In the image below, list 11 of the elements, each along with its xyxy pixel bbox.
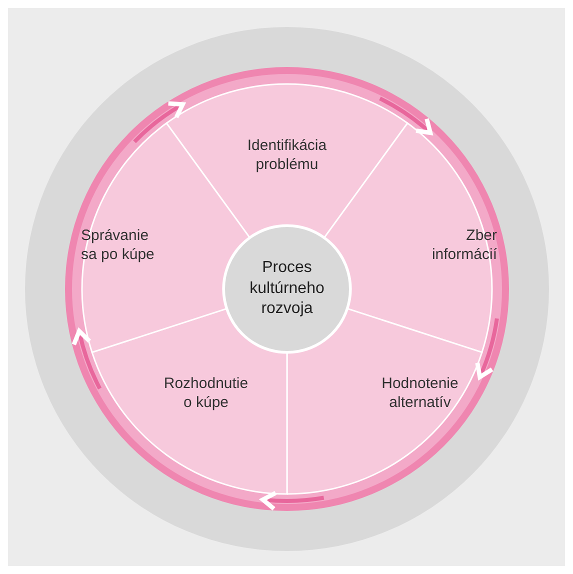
cycle-arrow [260,490,324,511]
segment-label: Hodnotenie alternatív [380,374,460,412]
cycle-segment [72,115,250,356]
segment-label: Zber informácií [430,226,497,264]
center-label: Proces kultúrneho rozvoja [248,258,326,320]
cycle-arrow [72,328,102,390]
segment-label: Rozhodnutie o kúpe [162,374,250,412]
segment-label: Identifikácia problému [246,136,328,174]
cycle-segment [160,74,414,238]
segment-label: Správanie sa po kúpe [81,226,156,264]
center-circle [223,225,351,353]
